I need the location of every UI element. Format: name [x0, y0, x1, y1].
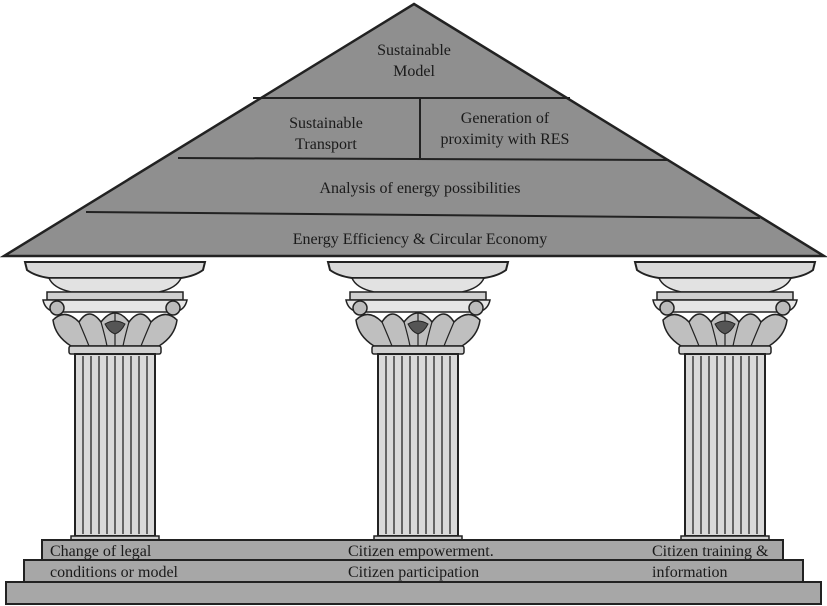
roof-divider-3: [85, 211, 761, 219]
roof: [0, 2, 827, 258]
column-left-icon: [24, 261, 206, 543]
roof-divider-2: [177, 157, 670, 161]
base-step-bottom: [5, 581, 822, 605]
sustainable-transport-label: Sustainable Transport: [258, 113, 394, 155]
roof-top-line-2: Model: [393, 63, 435, 80]
legal-conditions-line-2: conditions or model: [50, 564, 178, 581]
column-center-icon: [327, 261, 509, 543]
energy-efficiency-label: Energy Efficiency & Circular Economy: [292, 231, 548, 248]
citizen-empowerment-line-2: Citizen participation: [348, 564, 480, 581]
column-right-icon: [634, 261, 816, 543]
roof-top-line-1: Sustainable: [377, 42, 451, 59]
legal-conditions-label: Change of legal conditions or model: [50, 541, 178, 583]
citizen-training-label: Citizen training & information: [652, 541, 768, 583]
res-proximity-line-2: proximity with RES: [440, 131, 570, 148]
citizen-training-line-2: information: [652, 564, 728, 581]
citizen-empowerment-line-1: Citizen empowerment.: [348, 543, 494, 560]
citizen-training-line-1: Citizen training &: [652, 543, 769, 560]
res-proximity-line-1: Generation of: [460, 110, 550, 127]
roof-top-label: Sustainable Model: [350, 40, 478, 82]
citizen-empowerment-label: Citizen empowerment. Citizen participati…: [348, 541, 494, 583]
sustainable-transport-line-2: Transport: [295, 136, 357, 153]
res-proximity-label: Generation of proximity with RES: [420, 108, 590, 150]
legal-conditions-line-1: Change of legal: [50, 543, 152, 560]
energy-analysis-label: Analysis of energy possibilities: [319, 180, 521, 197]
sustainable-transport-line-1: Sustainable: [289, 115, 363, 132]
